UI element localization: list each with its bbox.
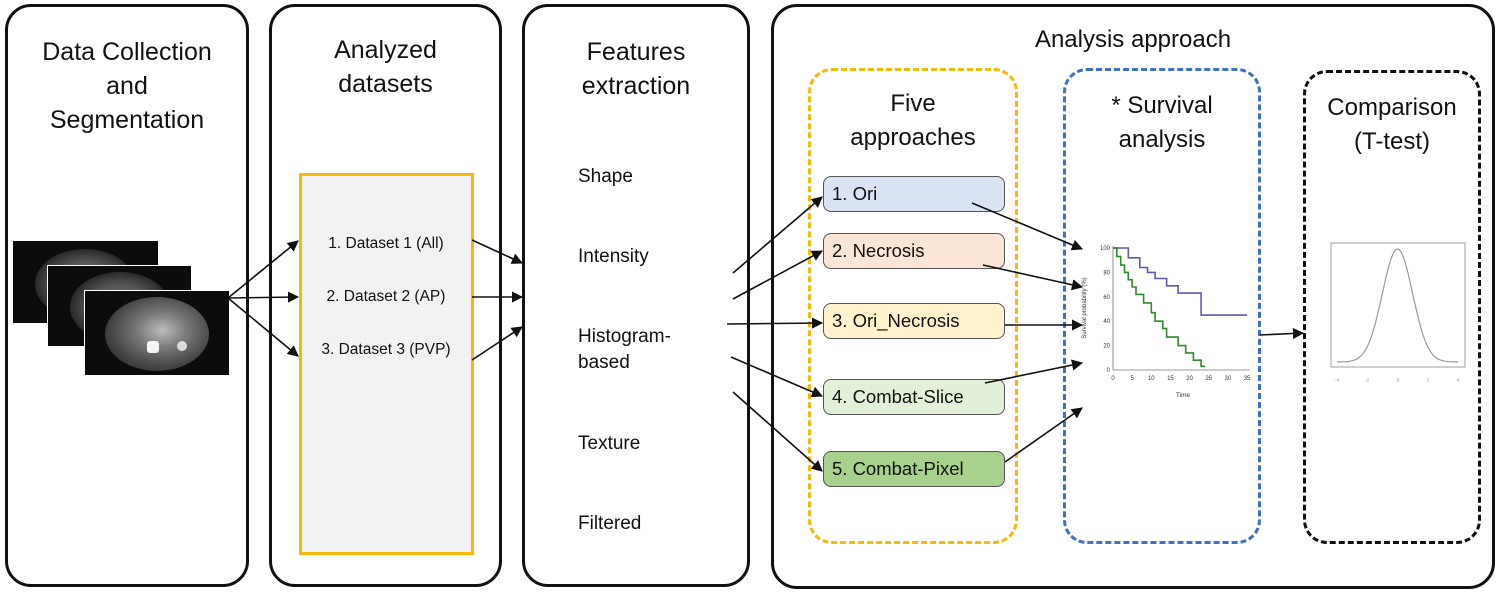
datasets-box xyxy=(299,173,474,555)
arrow-features-ori-necrosis xyxy=(726,317,824,329)
datasets-title: Analyzed datasets xyxy=(334,36,437,98)
feature-texture: Texture xyxy=(578,433,641,454)
survival-title: * Survival analysis xyxy=(1111,92,1213,153)
km-ytick-label: 60 xyxy=(1103,295,1110,301)
arrow-combat-slice-survival xyxy=(984,359,1084,384)
feature-intensity: Intensity xyxy=(578,246,649,267)
survival-chart: 0 20 40 60 80 100 0 5 10 15 20 25 30 35 Time Surviva… xyxy=(1082,246,1251,399)
km-curve-green xyxy=(1113,247,1205,368)
approach-ori-necrosis: 3. Ori_Necrosis xyxy=(823,303,1005,339)
arrow-necrosis-survival xyxy=(982,264,1084,291)
km-xtick-label: 0 xyxy=(1111,376,1115,382)
km-curve-blue xyxy=(1113,247,1247,316)
approach-combat-slice: 4. Combat-Slice xyxy=(823,379,1005,415)
km-ytick-label: 40 xyxy=(1103,319,1110,325)
survival-box: * Survival analysis xyxy=(1063,68,1261,544)
approach-combat-pixel: 5. Combat-Pixel xyxy=(823,451,1005,487)
features-title: Features extraction xyxy=(581,38,691,100)
arrow-survival-comparison xyxy=(1259,327,1305,340)
analysis-panel: Analysis approach xyxy=(771,4,1495,589)
svg-text:-2: -2 xyxy=(1365,378,1370,384)
svg-text:0: 0 xyxy=(1397,378,1400,384)
ttest-density-curve xyxy=(1337,248,1458,363)
arrow-image-dataset3 xyxy=(227,297,299,357)
arrow-features-ori xyxy=(732,196,823,274)
ttest-ticks: -4 -2 0 2 4 xyxy=(1335,378,1460,384)
km-xtick-label: 20 xyxy=(1186,376,1193,382)
km-ylabel: Survival probability (%) xyxy=(1082,277,1088,338)
comparison-title: Comparison (T-test) xyxy=(1327,94,1457,155)
arrow-features-necrosis xyxy=(732,250,823,300)
km-ytick-label: 20 xyxy=(1103,344,1110,350)
km-xtick-label: 30 xyxy=(1225,376,1232,382)
km-xtick-label: 5 xyxy=(1130,376,1134,382)
arrow-image-dataset2 xyxy=(227,291,300,303)
svg-text:4: 4 xyxy=(1457,378,1460,384)
features-panel: Features extraction xyxy=(522,4,750,587)
arrow-features-combat-slice xyxy=(730,356,824,398)
arrow-combat-pixel-survival xyxy=(1004,407,1083,463)
ttest-frame xyxy=(1330,242,1466,368)
km-xtick-label: 15 xyxy=(1167,376,1174,382)
km-xlabel: Time xyxy=(1176,392,1191,399)
feature-shape: Shape xyxy=(578,166,633,187)
approach-ori: 1. Ori xyxy=(823,176,1005,212)
km-xtick-label: 25 xyxy=(1205,376,1212,382)
ct-image-3 xyxy=(84,290,230,376)
dataset-item-2: 2. Dataset 2 (AP) xyxy=(326,288,446,305)
arrow-image-dataset1 xyxy=(227,240,299,299)
comparison-box: Comparison (T-test) xyxy=(1303,70,1481,544)
data-collection-title: Data Collection and Segmentation xyxy=(42,38,212,134)
feature-histogram: Histogram- based xyxy=(578,326,671,373)
dataset-item-1: 1. Dataset 1 (All) xyxy=(328,235,444,252)
arrow-ori-survival xyxy=(971,202,1084,251)
arrow-dataset3-features xyxy=(471,326,523,361)
km-ytick-label: 80 xyxy=(1103,270,1110,276)
five-approaches-title: Five approaches xyxy=(850,90,976,151)
five-approaches-box: Five approaches xyxy=(808,68,1018,544)
dataset-item-3: 3. Dataset 3 (PVP) xyxy=(321,341,451,358)
km-xtick-label: 35 xyxy=(1244,376,1251,382)
km-ytick-label: 100 xyxy=(1100,246,1111,252)
km-ytick-label: 0 xyxy=(1107,368,1111,374)
approach-necrosis: 2. Necrosis xyxy=(823,233,1005,269)
ttest-plot: -4 -2 0 2 4 xyxy=(1330,242,1466,384)
analysis-title: Analysis approach xyxy=(1034,26,1232,53)
feature-filtered: Filtered xyxy=(578,513,642,534)
svg-text:-4: -4 xyxy=(1335,378,1340,384)
arrow-features-combat-pixel xyxy=(732,391,823,472)
svg-text:2: 2 xyxy=(1427,378,1430,384)
km-xtick-label: 10 xyxy=(1148,376,1155,382)
arrow-dataset1-features xyxy=(471,239,524,264)
